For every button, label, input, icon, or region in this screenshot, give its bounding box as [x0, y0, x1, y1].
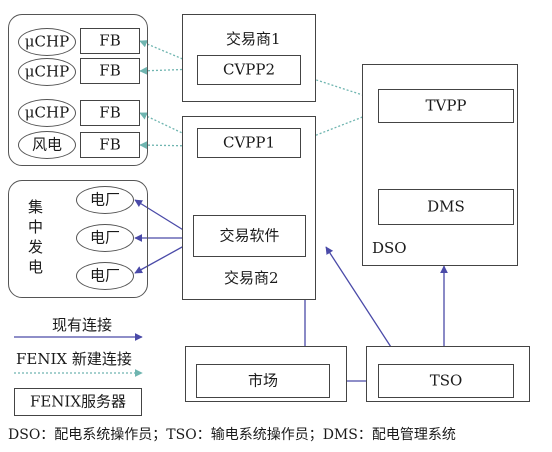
- market-label: 市场: [247, 371, 278, 390]
- trading-software-box: 交易软件: [193, 215, 306, 257]
- link-software-tso: [325, 246, 403, 365]
- source-oval-3: μCHP: [18, 99, 76, 127]
- legend-existing-label: 现有连接: [52, 316, 113, 334]
- source-oval-1: μCHP: [18, 28, 76, 56]
- source-oval-2: μCHP: [18, 58, 76, 86]
- cvpp2-label: CVPP2: [222, 60, 276, 79]
- dms-box: DMS: [378, 189, 514, 225]
- source-oval-4: 风电: [18, 131, 76, 159]
- legend-new-label: FENIX 新建连接: [16, 350, 132, 368]
- plant-oval-2: 电厂: [76, 224, 134, 252]
- trader1-title: 交易商1: [226, 30, 281, 48]
- fb-label: FB: [99, 103, 121, 122]
- dms-label: DMS: [427, 197, 465, 216]
- plant-label: 电厂: [89, 228, 120, 247]
- central-label-char: 发: [28, 238, 44, 256]
- fb-box-3: FB: [80, 100, 140, 126]
- footnote: DSO：配电系统操作员；TSO：输电系统操作员；DMS：配电管理系统: [8, 427, 456, 443]
- cvpp1-label: CVPP1: [222, 133, 276, 152]
- cvpp2-box: CVPP2: [197, 55, 301, 85]
- source-label: μCHP: [24, 32, 70, 51]
- tvpp-box: TVPP: [378, 89, 514, 123]
- legend-server-label: FENIX服务器: [29, 392, 127, 411]
- tso-label: TSO: [429, 371, 463, 390]
- dso-title: DSO: [372, 239, 407, 257]
- tvpp-label: TVPP: [425, 96, 467, 115]
- fb-label: FB: [99, 135, 121, 154]
- legend-server-box: FENIX服务器: [14, 388, 142, 416]
- fb-label: FB: [99, 31, 121, 50]
- source-label: 风电: [31, 135, 62, 154]
- trading-software-label: 交易软件: [219, 226, 280, 245]
- plant-oval-3: 电厂: [76, 262, 134, 290]
- link-fb4-cvpp1: [139, 141, 198, 150]
- central-label-char: 集: [28, 198, 44, 216]
- source-label: μCHP: [24, 62, 70, 81]
- central-label-char: 中: [28, 218, 44, 236]
- fb-label: FB: [99, 61, 121, 80]
- source-label: μCHP: [24, 103, 70, 122]
- market-box: 市场: [196, 364, 330, 398]
- central-label-char: 电: [28, 258, 44, 276]
- chp-group-frame: [8, 14, 148, 166]
- plant-oval-1: 电厂: [76, 186, 134, 214]
- fb-box-4: FB: [80, 132, 140, 158]
- fb-box-1: FB: [80, 28, 140, 54]
- fb-box-2: FB: [80, 58, 140, 84]
- plant-label: 电厂: [89, 190, 120, 209]
- link-fb2-cvpp2: [139, 65, 198, 75]
- tso-box: TSO: [378, 364, 514, 398]
- trader2-title: 交易商2: [224, 269, 279, 287]
- cvpp1-box: CVPP1: [197, 128, 301, 158]
- central-group-frame: [8, 180, 148, 298]
- plant-label: 电厂: [89, 266, 120, 285]
